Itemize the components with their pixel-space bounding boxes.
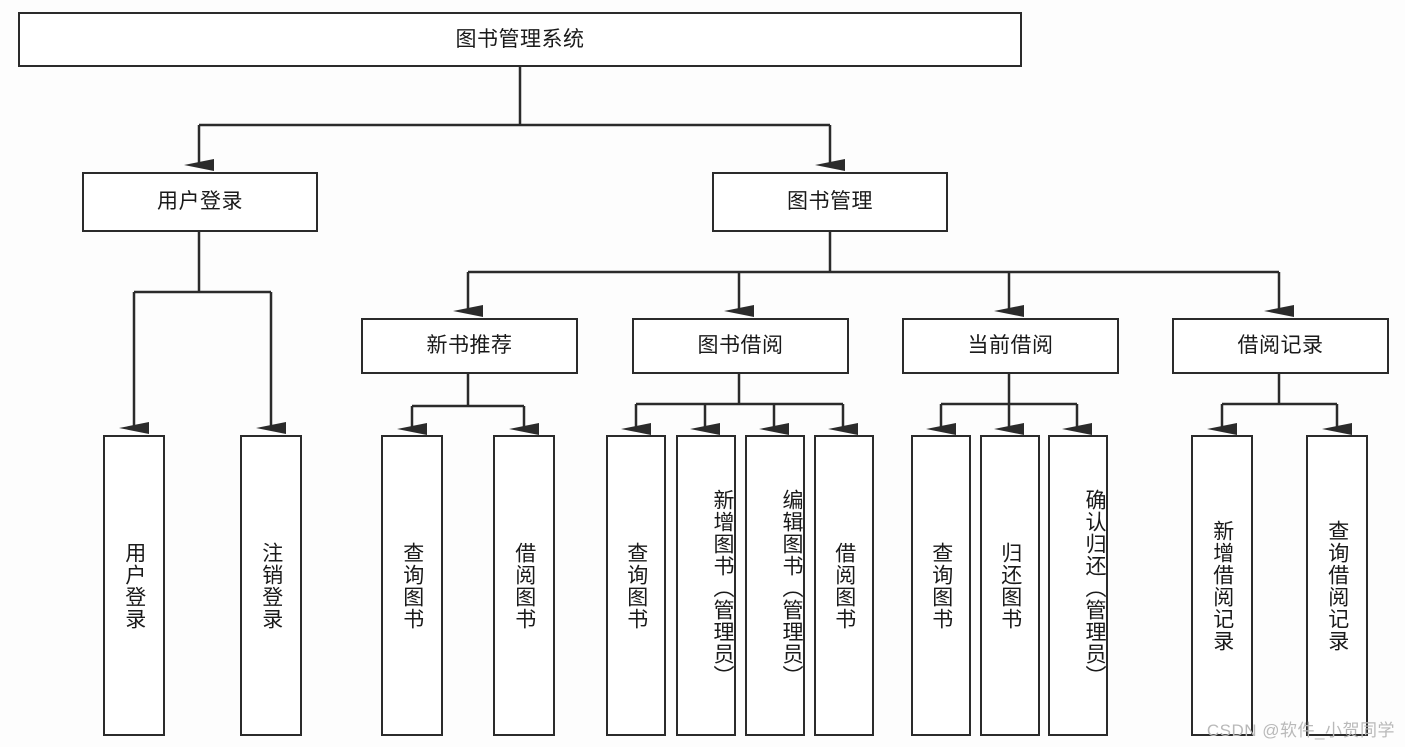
leaf-user-login-label: 用户登录 [122,541,146,630]
node-book-borrow[interactable]: 图书借阅 [632,318,849,374]
node-book-management[interactable]: 图书管理 [712,172,948,232]
leaf-bw-query-books[interactable]: 查询图书 [606,435,666,736]
leaf-bw-edit-book-admin-label: 编辑图书（管理员） [780,488,803,687]
leaf-cur-confirm-return-admin[interactable]: 确认归还（管理员） [1048,435,1108,736]
leaf-nb-borrow-books-label: 借阅图书 [512,541,536,630]
node-user-login[interactable]: 用户登录 [82,172,318,232]
leaf-nb-query-books-label: 查询图书 [400,541,424,630]
watermark: CSDN @软件_小贺同学 [1206,721,1395,740]
leaf-logout-label: 注销登录 [259,541,283,630]
leaf-user-login[interactable]: 用户登录 [103,435,165,736]
node-root-system[interactable]: 图书管理系统 [18,12,1022,67]
leaf-rec-add-record[interactable]: 新增借阅记录 [1191,435,1253,736]
node-borrow-records-label: 借阅记录 [1237,334,1324,358]
leaf-nb-borrow-books[interactable]: 借阅图书 [493,435,555,736]
node-current-borrow-label: 当前借阅 [967,334,1054,358]
leaf-cur-confirm-return-admin-label: 确认归还（管理员） [1083,488,1106,687]
leaf-bw-add-book-admin[interactable]: 新增图书（管理员） [676,435,736,736]
node-root-label: 图书管理系统 [455,27,585,51]
leaf-bw-borrow-books-label: 借阅图书 [832,541,856,630]
leaf-cur-return-books[interactable]: 归还图书 [980,435,1040,736]
leaf-nb-query-books[interactable]: 查询图书 [381,435,443,736]
node-current-borrow[interactable]: 当前借阅 [902,318,1119,374]
leaf-cur-query-books-label: 查询图书 [929,541,953,630]
node-user-login-label: 用户登录 [157,190,243,214]
node-new-book-recommend[interactable]: 新书推荐 [361,318,578,374]
leaf-rec-query-record[interactable]: 查询借阅记录 [1306,435,1368,736]
leaf-rec-add-record-label: 新增借阅记录 [1210,519,1234,652]
leaf-cur-return-books-label: 归还图书 [998,541,1022,630]
leaf-cur-query-books[interactable]: 查询图书 [911,435,971,736]
leaf-logout[interactable]: 注销登录 [240,435,302,736]
node-book-borrow-label: 图书借阅 [697,334,784,358]
leaf-rec-query-record-label: 查询借阅记录 [1325,519,1349,652]
node-borrow-records[interactable]: 借阅记录 [1172,318,1389,374]
node-new-book-recommend-label: 新书推荐 [426,334,513,358]
leaf-bw-query-books-label: 查询图书 [624,541,648,630]
leaf-bw-add-book-admin-label: 新增图书（管理员） [711,488,734,687]
leaf-bw-borrow-books[interactable]: 借阅图书 [814,435,874,736]
node-book-management-label: 图书管理 [787,190,873,214]
leaf-bw-edit-book-admin[interactable]: 编辑图书（管理员） [745,435,805,736]
